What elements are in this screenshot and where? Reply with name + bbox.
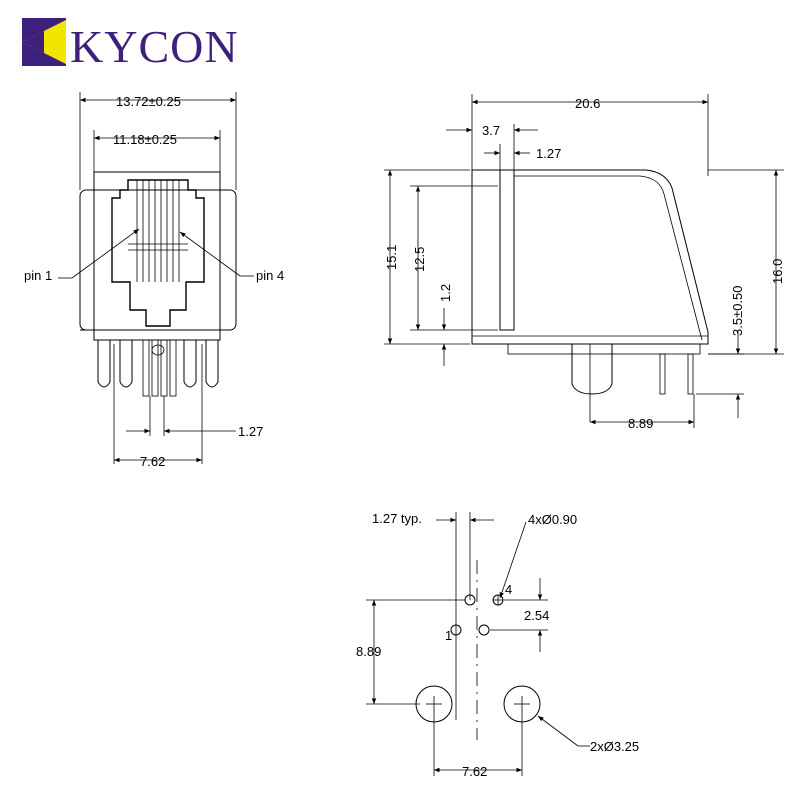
dim-row-spacing: 2.54 bbox=[524, 608, 549, 623]
contact-bars bbox=[128, 180, 188, 282]
dim-length: 20.6 bbox=[575, 96, 600, 111]
label-pin-4: pin 4 bbox=[256, 268, 284, 283]
dim-vertical-offset: 8.89 bbox=[356, 644, 381, 659]
dim-width-outer: 13.72±0.25 bbox=[116, 94, 181, 109]
jack-opening bbox=[111, 179, 205, 327]
kycon-logo: KYCON bbox=[22, 18, 239, 72]
dim-height-body: 15.1 bbox=[384, 245, 399, 270]
side-post bbox=[571, 344, 613, 395]
hole-pin-1 bbox=[450, 624, 462, 636]
dim-total-height: 16.0 bbox=[770, 259, 785, 284]
dim-pitch: 1.27 bbox=[238, 424, 263, 439]
dim-height-opening: 12.5 bbox=[412, 247, 427, 272]
dim-lip: 1.2 bbox=[438, 284, 453, 302]
label-hole-large: 2xØ3.25 bbox=[590, 739, 639, 754]
logo-triangle-inner bbox=[22, 31, 44, 53]
front-pins bbox=[97, 339, 219, 464]
dim-pitch-typ: 1.27 typ. bbox=[372, 511, 422, 526]
dim-fp-post-span: 7.62 bbox=[462, 764, 487, 779]
hole-pin-2 bbox=[478, 624, 490, 636]
label-hole-small: 4xØ0.90 bbox=[528, 512, 577, 527]
dim-thickness: 1.27 bbox=[536, 146, 561, 161]
side-housing bbox=[471, 169, 709, 345]
dim-width-inner: 11.18±0.25 bbox=[113, 132, 177, 147]
dim-post-span: 8.89 bbox=[628, 416, 653, 431]
pcb-footprint: 1.27 typ. 4xØ0.90 4 1 2.54 8.89 bbox=[356, 511, 639, 779]
label-fp-pin-4: 4 bbox=[505, 582, 512, 597]
label-fp-pin-1: 1 bbox=[445, 628, 452, 643]
dim-post-length: 3.5±0.50 bbox=[730, 285, 745, 336]
dim-offset: 3.7 bbox=[482, 123, 500, 138]
front-view: 13.72±0.25 11.18±0.25 pin 1 bbox=[24, 92, 284, 469]
front-panel bbox=[499, 169, 515, 331]
housing-front bbox=[93, 171, 221, 341]
dim-pin-span: 7.62 bbox=[140, 454, 165, 469]
logo-brand: KYCON bbox=[70, 21, 239, 72]
housing-outer bbox=[79, 189, 237, 331]
side-view: 20.6 3.7 1.27 15.1 12.5 bbox=[384, 94, 785, 431]
label-pin-1: pin 1 bbox=[24, 268, 52, 283]
